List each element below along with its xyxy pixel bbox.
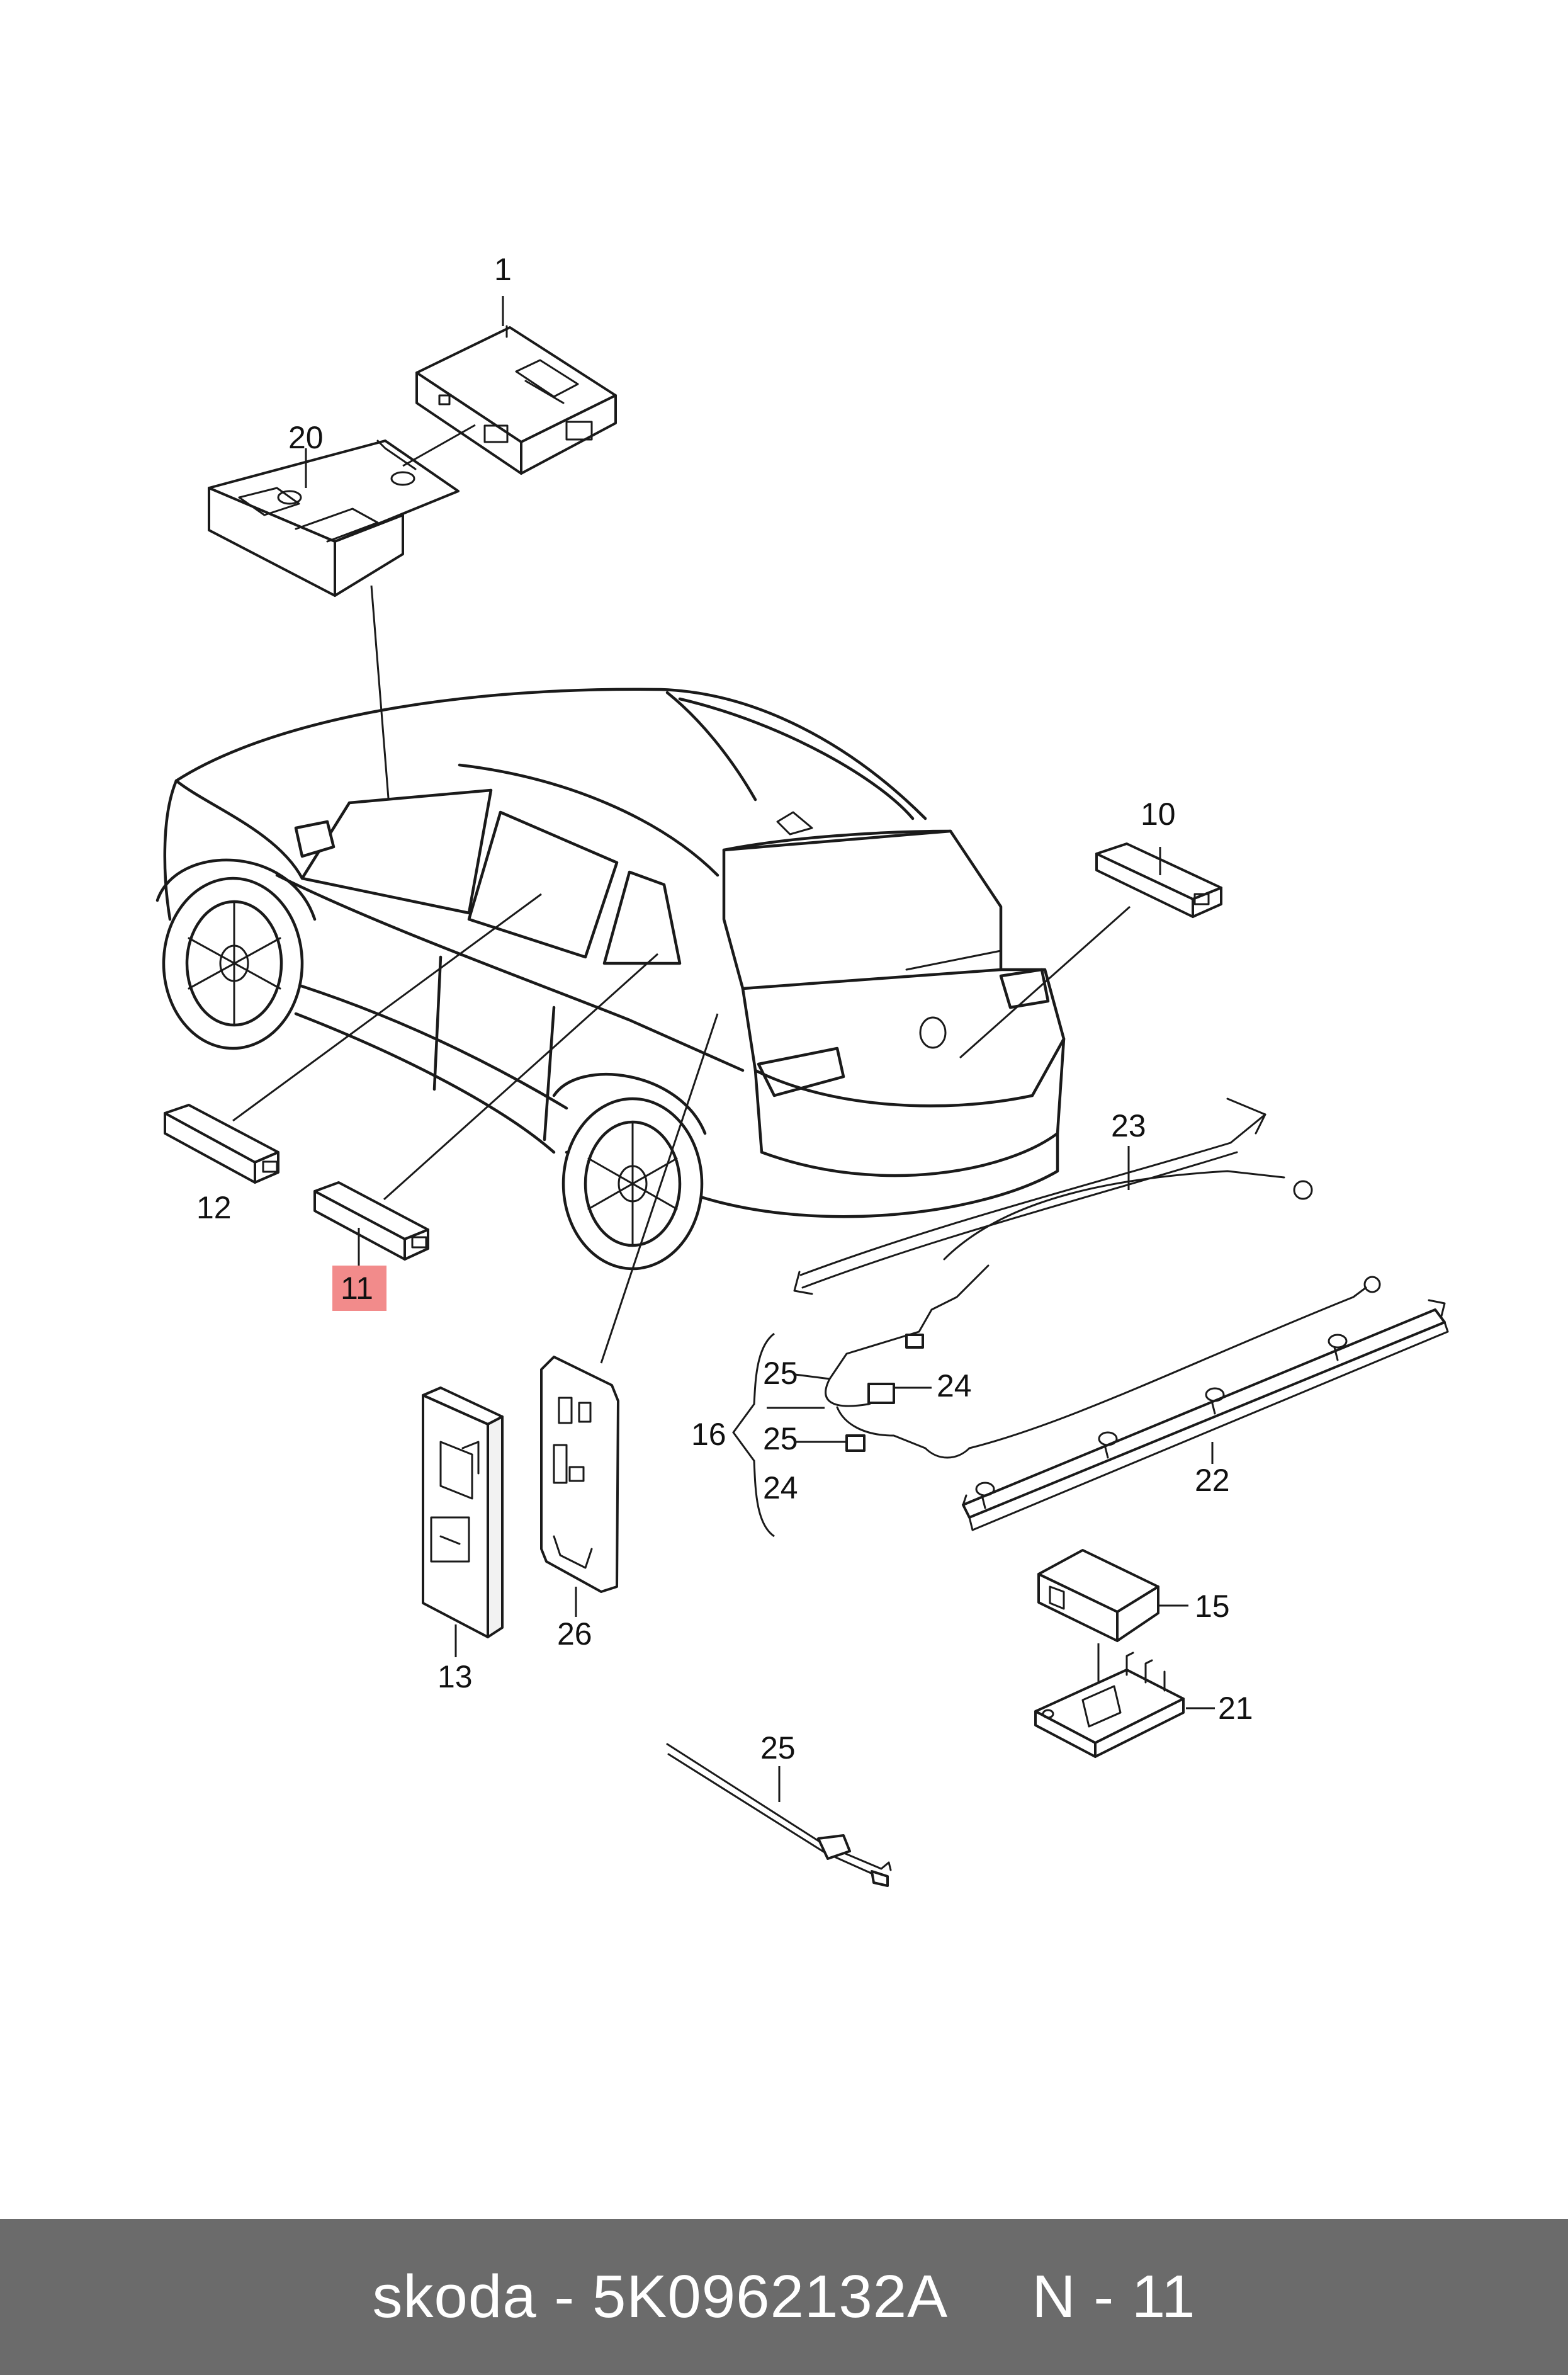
antenna-11	[313, 1181, 429, 1261]
label-15: 15	[1195, 1589, 1230, 1624]
label-25-a: 25	[763, 1356, 798, 1391]
label-24-a: 24	[937, 1368, 972, 1403]
bracket-26	[540, 1356, 619, 1593]
cable-23	[793, 1097, 1313, 1295]
module-15	[1037, 1549, 1159, 1642]
car-illustration	[155, 688, 1066, 1271]
label-25-b: 25	[763, 1421, 798, 1456]
label-25-c: 25	[760, 1730, 796, 1766]
antenna-12	[164, 1104, 279, 1184]
label-1: 1	[494, 252, 512, 287]
highlight-box-11	[332, 1266, 386, 1311]
label-20: 20	[288, 420, 324, 455]
control-unit-1	[415, 325, 617, 475]
label-11: 11	[341, 1271, 373, 1306]
antenna-module-10	[1095, 842, 1222, 918]
bracket-20	[208, 439, 460, 597]
control-module-13	[422, 1386, 504, 1638]
label-26: 26	[557, 1616, 592, 1652]
cable-tie-25	[666, 1743, 892, 1887]
rail-22	[962, 1299, 1449, 1531]
holder-21	[1034, 1652, 1185, 1758]
harness-16	[825, 1264, 1381, 1459]
label-23: 23	[1111, 1108, 1146, 1143]
parts-diagram: 1 20	[155, 252, 1449, 1887]
footer-bar: skoda - 5K0962132A N - 11	[0, 2219, 1568, 2375]
label-21: 21	[1218, 1691, 1253, 1726]
label-24-b: 24	[763, 1470, 798, 1505]
part-number-caption: skoda - 5K0962132A N - 11	[372, 2263, 1196, 2330]
label-16: 16	[691, 1417, 726, 1452]
label-12: 12	[196, 1190, 232, 1225]
label-10: 10	[1141, 796, 1176, 832]
label-22: 22	[1195, 1463, 1230, 1498]
label-13: 13	[437, 1659, 473, 1694]
